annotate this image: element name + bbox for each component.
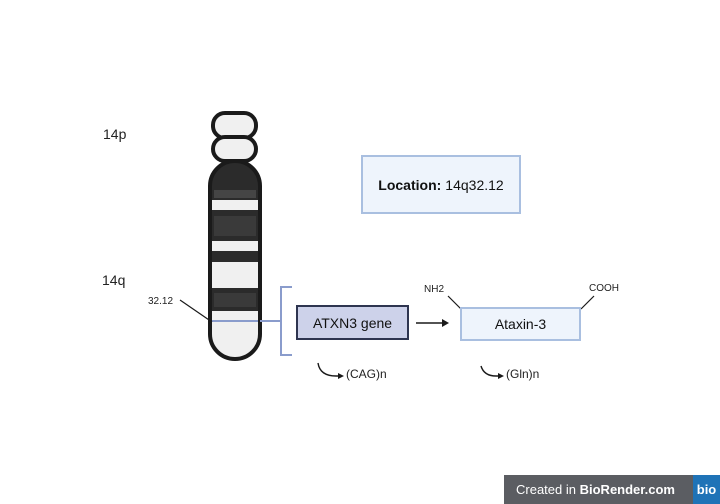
band-dark [210, 251, 260, 262]
band-label: 32.12 [148, 296, 174, 307]
zoom-bracket [280, 286, 292, 356]
band-leader-line [179, 299, 213, 323]
translation-arrowhead [442, 319, 449, 327]
gln-repeat-label: (Gln)n [506, 367, 540, 381]
cooh-tick [580, 295, 595, 310]
cag-curved-arrow [317, 362, 340, 377]
chromosome-q-arm-outline [208, 159, 262, 361]
chromosome-p-arm-upper [211, 111, 258, 140]
band-mid [214, 216, 256, 236]
cooh-label: COOH [589, 283, 619, 294]
biorender-credit-badge[interactable]: Created in BioRender.com bio [504, 475, 720, 504]
chromosome-p-arm-lower [211, 135, 258, 163]
nh2-tick [447, 295, 462, 310]
credit-text: Created in BioRender.com [504, 482, 693, 497]
band-mid [214, 190, 256, 198]
biorender-logo-icon: bio [693, 475, 720, 504]
chromosome-bands [210, 161, 260, 322]
location-box: Location: 14q32.12 [361, 155, 521, 214]
nh2-label: NH2 [424, 284, 445, 295]
credit-prefix: Created in [516, 482, 576, 497]
gln-curved-arrow [480, 365, 500, 377]
gln-arrowhead [498, 373, 504, 379]
location-value: 14q32.12 [445, 176, 504, 193]
credit-brand: BioRender.com [579, 482, 675, 497]
cag-repeat-label: (CAG)n [346, 367, 387, 381]
p-arm-label: 14p [103, 126, 127, 142]
location-label: Location: [378, 176, 442, 193]
protein-box: Ataxin-3 [460, 307, 581, 341]
q-arm-label: 14q [102, 272, 126, 288]
cag-arrowhead [338, 373, 344, 379]
band-mid [214, 293, 256, 307]
gene-box: ATXN3 gene [296, 305, 409, 340]
